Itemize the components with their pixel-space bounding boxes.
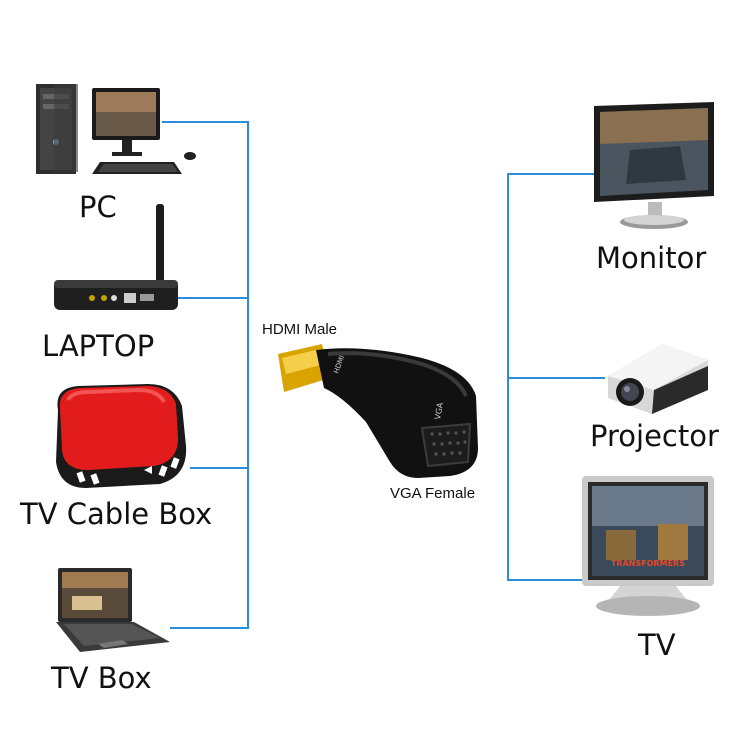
router-icon [54,204,178,310]
output-label-projector: Projector [590,419,719,453]
input-label-pc: PC [79,190,117,224]
input-label-laptop: LAPTOP [42,329,155,363]
vga-port-text: VGA [433,401,445,420]
input-label-tv-box: TV Box [51,661,152,695]
projector-icon [608,344,708,414]
cable-box-icon [56,384,187,488]
hdmi-vga-adapter: HDMI VGA [278,344,478,478]
hdmi-male-label: HDMI Male [262,321,338,338]
input-label-tv-cable-box: TV Cable Box [20,497,213,531]
monitor-icon [594,102,714,229]
laptop-icon [56,568,170,652]
tv-icon: TRANSFORMERS [582,476,714,616]
desktop-pc-icon [36,84,196,174]
vga-female-label: VGA Female [390,485,476,502]
tv-screen-text: TRANSFORMERS [611,559,685,568]
output-label-tv: TV [638,628,676,662]
output-label-monitor: Monitor [596,241,707,275]
vga-port-icon [420,422,472,468]
